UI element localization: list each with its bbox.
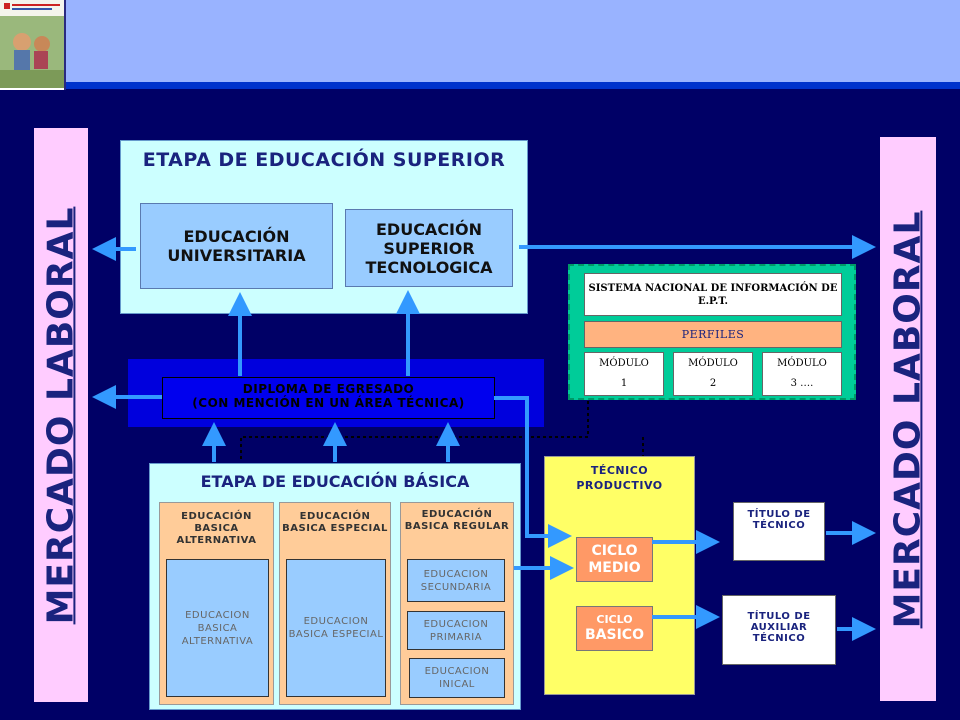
- modulo-1-box: MÓDULO 1: [584, 352, 664, 396]
- basica-regular-column: EDUCACIÓN BASICA REGULAR EDUCACION SECUN…: [400, 502, 514, 705]
- basica-especial-column: EDUCACIÓN BASICA ESPECIAL EDUCACION BASI…: [279, 502, 391, 705]
- modulo-2-number: 2: [709, 378, 717, 389]
- diploma-egresado-box: DIPLOMA DE EGRESADO (CON MENCIÓN EN UN Á…: [162, 377, 495, 419]
- educacion-universitaria-box: EDUCACIÓN UNIVERSITARIA: [140, 203, 333, 289]
- basica-especial-box: EDUCACION BASICA ESPECIAL: [286, 559, 386, 697]
- tecnico-productivo-title: TÉCNICO PRODUCTIVO: [545, 463, 694, 493]
- educacion-secundaria-label: EDUCACION SECUNDARIA: [420, 568, 492, 593]
- mercado-laboral-left-label: MERCADO LABORAL: [40, 206, 82, 624]
- ministry-logo-image: [0, 0, 64, 88]
- tecnico-productivo-title-line-2: PRODUCTIVO: [576, 479, 663, 492]
- educacion-tecnologica-label: EDUCACIÓN SUPERIOR TECNOLOGICA: [365, 219, 493, 277]
- modulo-1-label: MÓDULO: [599, 358, 649, 369]
- tecnico-productivo-title-line-1: TÉCNICO: [590, 464, 649, 477]
- modulo-2-label: MÓDULO: [688, 358, 738, 369]
- educacion-inicial-label: EDUCACION INICAL: [424, 666, 490, 690]
- ciclo-basico-label-line-1: CICLO: [596, 613, 633, 626]
- sistema-nacional-box: SISTEMA NACIONAL DE INFORMACIÓN DE E.P.T…: [584, 273, 842, 316]
- etapa-basica-title: ETAPA DE EDUCACIÓN BÁSICA: [200, 472, 470, 491]
- educacion-primaria-label: EDUCACION PRIMARIA: [423, 618, 489, 643]
- basica-alternativa-title: EDUCACIÓN BASICA ALTERNATIVA: [176, 511, 257, 546]
- mercado-laboral-left-panel: MERCADO LABORAL: [34, 128, 88, 702]
- modulo-3-box: MÓDULO 3 ….: [762, 352, 842, 396]
- titulo-tecnico-box: TÍTULO DE TÉCNICO: [733, 502, 825, 561]
- educacion-primaria-box: EDUCACION PRIMARIA: [407, 611, 505, 650]
- tecnico-productivo-panel: TÉCNICO PRODUCTIVO CICLO MEDIO CICLO BAS…: [544, 456, 695, 695]
- modulo-3-label: MÓDULO: [777, 358, 827, 369]
- basica-alternativa-column: EDUCACIÓN BASICA ALTERNATIVA EDUCACION B…: [159, 502, 274, 705]
- basica-especial-label: EDUCACION BASICA ESPECIAL: [288, 616, 384, 640]
- basica-regular-title: EDUCACIÓN BASICA REGULAR: [404, 509, 510, 532]
- educacion-inicial-box: EDUCACION INICAL: [409, 658, 505, 698]
- etapa-superior-panel: ETAPA DE EDUCACIÓN SUPERIOR EDUCACIÓN UN…: [120, 140, 528, 314]
- perfiles-label: PERFILES: [681, 328, 745, 341]
- educacion-secundaria-box: EDUCACION SECUNDARIA: [407, 559, 505, 602]
- etapa-superior-title: ETAPA DE EDUCACIÓN SUPERIOR: [142, 149, 506, 171]
- ciclo-basico-label-line-2: BASICO: [585, 627, 644, 643]
- ciclo-medio-label: CICLO MEDIO: [588, 542, 641, 576]
- mercado-laboral-right-panel: MERCADO LABORAL: [880, 137, 936, 701]
- modulo-1-number: 1: [620, 378, 628, 389]
- diploma-line-2: (CON MENCIÓN EN UN ÁREA TÉCNICA): [192, 396, 465, 410]
- header-band: [0, 0, 960, 82]
- titulo-auxiliar-label: TÍTULO DE AUXILIAR TÉCNICO: [747, 611, 811, 644]
- perfiles-box: PERFILES: [584, 321, 842, 348]
- etapa-basica-panel: ETAPA DE EDUCACIÓN BÁSICA EDUCACIÓN BASI…: [149, 463, 521, 710]
- diploma-line-1: DIPLOMA DE EGRESADO: [242, 382, 415, 396]
- modulo-3-number: 3 ….: [790, 378, 814, 389]
- basica-alternativa-box: EDUCACION BASICA ALTERNATIVA: [166, 559, 269, 697]
- sistema-nacional-panel: SISTEMA NACIONAL DE INFORMACIÓN DE E.P.T…: [568, 264, 856, 400]
- mercado-laboral-right-label: MERCADO LABORAL: [887, 210, 929, 628]
- ciclo-basico-box: CICLO BASICO: [576, 606, 653, 651]
- logo-panel: [0, 0, 66, 90]
- educacion-tecnologica-box: EDUCACIÓN SUPERIOR TECNOLOGICA: [345, 209, 513, 287]
- titulo-tecnico-label: TÍTULO DE TÉCNICO: [747, 509, 811, 531]
- titulo-auxiliar-box: TÍTULO DE AUXILIAR TÉCNICO: [722, 595, 836, 665]
- ciclo-medio-box: CICLO MEDIO: [576, 537, 653, 582]
- modulo-2-box: MÓDULO 2: [673, 352, 753, 396]
- basica-especial-title: EDUCACIÓN BASICA ESPECIAL: [282, 511, 388, 534]
- header-rule: [66, 82, 960, 89]
- educacion-universitaria-label: EDUCACIÓN UNIVERSITARIA: [167, 227, 306, 265]
- sistema-nacional-label: SISTEMA NACIONAL DE INFORMACIÓN DE E.P.T…: [588, 282, 838, 307]
- basica-alternativa-label: EDUCACION BASICA ALTERNATIVA: [181, 609, 254, 647]
